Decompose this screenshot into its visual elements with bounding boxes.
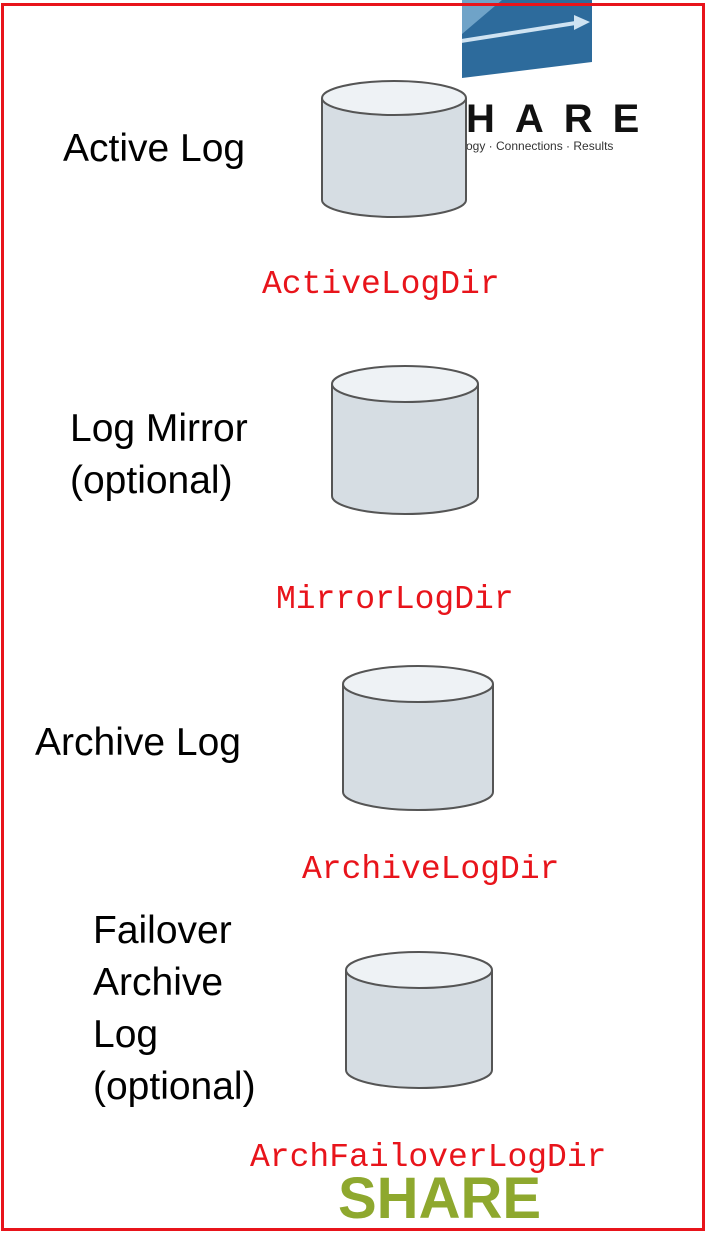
archive-log-disk-icon <box>342 665 494 811</box>
brand-tagline: ogy · Connections · Results <box>466 139 614 153</box>
diagram-frame <box>1 3 705 1231</box>
log-mirror-label: Log Mirror (optional) <box>70 407 248 502</box>
failover-archive-log-label: Failover Archive Log (optional) <box>93 909 256 1108</box>
share-logo: SHARE <box>338 1166 542 1231</box>
mirror-log-dir-text: MirrorLogDir <box>276 581 514 618</box>
active-log-disk-icon <box>321 80 467 218</box>
share-banner-icon <box>462 0 592 78</box>
failover-archive-log-disk-icon <box>345 951 493 1089</box>
brand-wordmark: HARE <box>466 97 660 141</box>
archive-log-dir-text: ArchiveLogDir <box>302 851 560 888</box>
archive-log-label: Archive Log <box>35 721 241 764</box>
log-mirror-disk-icon <box>331 365 479 515</box>
active-log-dir-text: ActiveLogDir <box>262 266 500 303</box>
active-log-label: Active Log <box>63 127 246 170</box>
arch-failover-log-dir-text: ArchFailoverLogDir <box>250 1139 607 1176</box>
